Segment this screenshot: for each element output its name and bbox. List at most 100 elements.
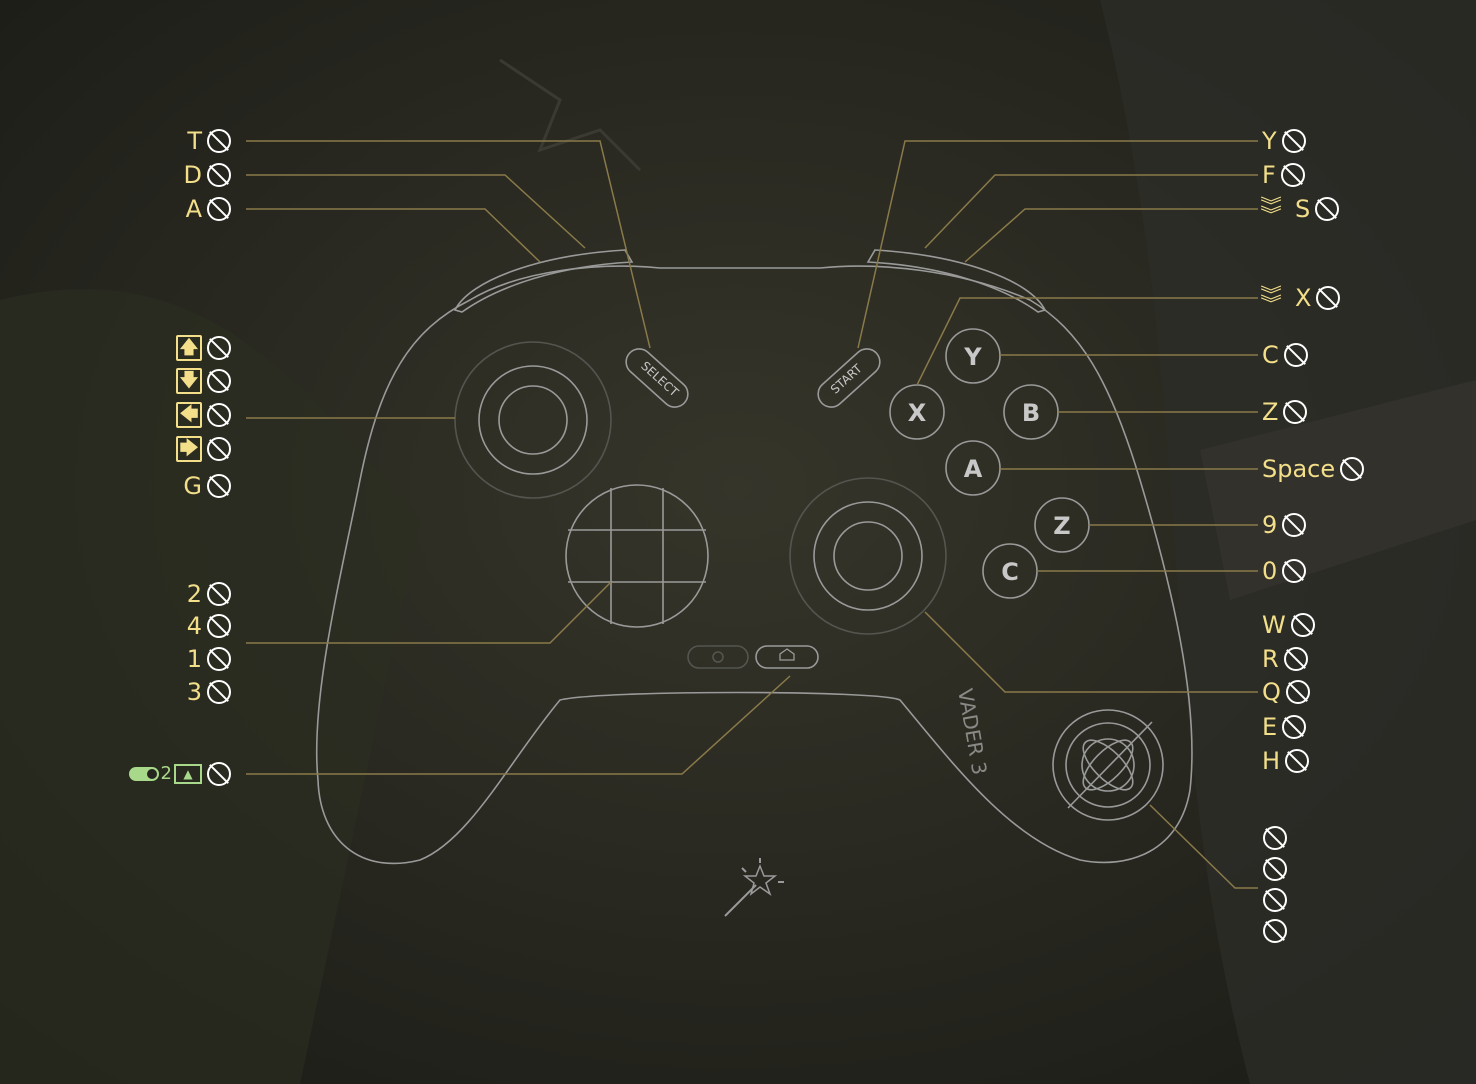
key-label: G [183,472,202,500]
mapping-q[interactable]: Q [1262,677,1310,707]
ban-icon[interactable] [1263,826,1287,850]
gyro-mapping[interactable] [1263,888,1287,912]
key-label: Z [1262,398,1279,426]
svg-text:B: B [1022,399,1040,427]
svg-text:SELECT: SELECT [638,359,681,400]
ban-icon[interactable] [1283,343,1308,367]
mapping-w[interactable]: W [1262,610,1315,640]
key-label: Q [1262,678,1281,706]
mapping-c[interactable]: C [1262,340,1308,370]
gyro-mapping[interactable] [1263,857,1287,881]
mapping-x[interactable]: ︾︾ X [1260,283,1341,314]
left-arrow-icon: 🡄 [176,402,202,428]
leader-a [246,208,541,263]
ban-icon[interactable] [1282,715,1307,739]
mapping-z[interactable]: Z [1262,397,1308,427]
mapping-left[interactable]: 🡄 [176,402,231,428]
mapping-d[interactable]: D [184,160,231,190]
select-button [625,348,689,408]
mapping-a[interactable]: A [186,194,231,224]
gyro-ring [1052,709,1164,821]
key-label: 0 [1262,557,1278,585]
mapping-0[interactable]: 0 [1262,556,1307,586]
leader-toggle [246,675,791,775]
mapping-up[interactable]: 🡅 [176,335,231,361]
ban-icon[interactable] [1290,613,1315,637]
ban-icon[interactable] [207,762,231,786]
ban-icon[interactable] [207,680,231,704]
leader-s [964,208,1258,263]
ban-icon[interactable] [1285,749,1310,773]
ban-icon[interactable] [1285,680,1310,704]
mapping-space[interactable]: Space [1262,454,1365,484]
key-label: Space [1262,455,1336,483]
ban-icon[interactable] [207,647,231,671]
ban-icon[interactable] [207,403,231,427]
ban-icon[interactable] [207,336,231,360]
mapping-9[interactable]: 9 [1262,510,1307,540]
mapping-dpad-3[interactable]: 3 [187,677,231,707]
right-stick-ring [789,477,947,635]
ban-icon[interactable] [207,197,231,221]
svg-text:Y: Y [963,343,982,371]
right-arrow-icon: 🡆 [176,436,202,462]
gyro-mapping[interactable] [1263,919,1287,943]
ban-icon[interactable] [207,614,231,638]
mode-number: 2 [160,763,172,784]
ban-icon[interactable] [1263,919,1287,943]
leader-right-stick [924,611,1258,693]
mapping-h[interactable]: H [1262,746,1310,776]
right-bumper [866,249,1047,313]
ban-icon[interactable] [1282,513,1307,537]
ban-icon[interactable] [207,474,231,498]
ban-icon[interactable] [1283,400,1308,424]
ban-icon[interactable] [1263,857,1287,881]
ban-icon[interactable] [207,163,231,187]
mapping-right[interactable]: 🡆 [176,436,231,462]
left-stick-ring [454,341,612,499]
ban-icon[interactable] [1263,888,1287,912]
key-label: 1 [186,645,202,673]
home-icon [779,648,795,661]
ban-icon[interactable] [1280,163,1305,187]
mapping-e[interactable]: E [1262,712,1307,742]
ban-icon[interactable] [1282,559,1307,583]
leader-f [924,174,1258,249]
ban-icon[interactable] [1316,286,1341,310]
leader-gyro [1149,804,1258,889]
svg-text:C: C [1001,558,1019,586]
mapping-r[interactable]: R [1262,644,1308,674]
ban-icon[interactable] [207,437,231,461]
svg-text:Z: Z [1053,512,1070,540]
key-label: C [1262,341,1279,369]
toggle-mode-icon: 2 ▲ [128,759,202,789]
mapping-dpad-4[interactable]: 4 [187,611,231,641]
mapping-y[interactable]: Y [1262,126,1306,156]
ban-icon[interactable] [1315,197,1340,221]
mapping-t[interactable]: T [187,126,231,156]
mapping-s[interactable]: ︾︾ S [1260,194,1340,225]
ban-icon[interactable] [1340,457,1365,481]
screenshot-icon: ▲ [174,764,202,784]
mapping-g[interactable]: G [183,471,231,501]
gyro-mapping[interactable] [1263,826,1287,850]
mapping-down[interactable]: 🡇 [176,368,231,394]
leader-d [246,174,586,249]
ban-icon[interactable] [1281,129,1306,153]
leader-t [246,140,651,349]
a-face-button [945,440,1001,496]
key-label: H [1262,747,1281,775]
key-label: 9 [1262,511,1278,539]
mapping-dpad-2[interactable]: 2 [187,579,231,609]
key-label: R [1262,645,1279,673]
left-stick [478,365,588,475]
ban-icon[interactable] [207,582,231,606]
key-label: S [1295,195,1311,223]
mapping-dpad-1[interactable]: 1 [187,644,231,674]
mapping-toggle-mode[interactable]: 2 ▲ [128,759,231,789]
ban-icon[interactable] [1283,647,1308,671]
ban-icon[interactable] [207,369,231,393]
key-label: X [1295,284,1312,312]
mapping-f[interactable]: F [1262,160,1305,190]
ban-icon[interactable] [207,129,231,153]
